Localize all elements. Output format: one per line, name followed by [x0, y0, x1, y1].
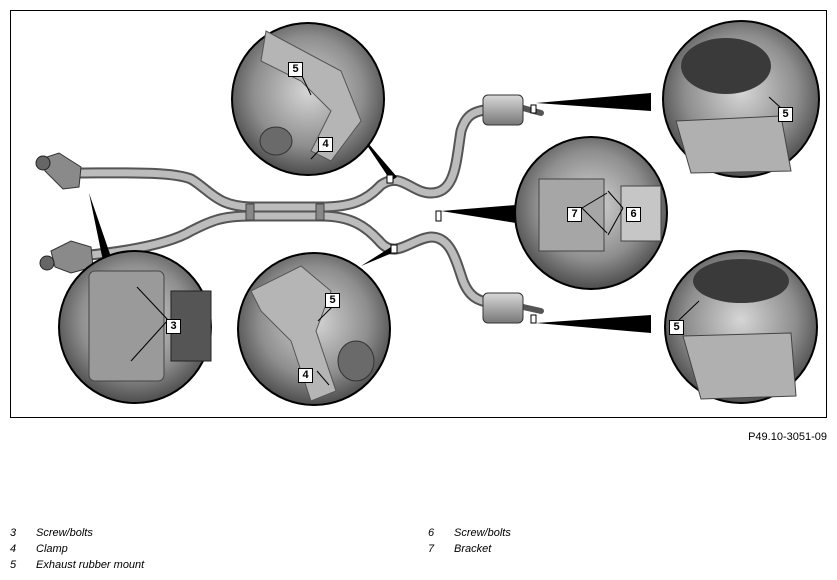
legend-number: 6 — [428, 527, 435, 539]
exhaust-pipes — [65, 103, 544, 314]
callout-6: 6 — [626, 207, 641, 222]
exhaust-diagram — [35, 20, 820, 406]
legend-item: 4 Clamp — [10, 543, 144, 559]
legend-number: 4 — [10, 543, 17, 555]
legend-item: 3 Screw/bolts — [10, 527, 144, 543]
exhaust-system-figure: 5 4 5 6 7 3 5 4 5 — [10, 10, 827, 418]
legend-text: Screw/bolts — [454, 527, 511, 539]
legend-text: Exhaust rubber mount — [36, 559, 145, 571]
legend-item: 7 Bracket — [428, 543, 511, 559]
legend-item: 5 Exhaust rubber mount — [10, 559, 144, 575]
detail-circle-top-right — [662, 20, 820, 178]
legend-right: 6 Screw/bolts 7 Bracket — [428, 527, 511, 559]
legend-text: Screw/bolts — [36, 527, 93, 539]
legend-text: Bracket — [454, 543, 492, 555]
legend-item: 6 Screw/bolts — [428, 527, 511, 543]
detail-circle-bottom-left — [58, 250, 212, 404]
figure-reference: P49.10-3051-09 — [748, 431, 827, 443]
callout-5-bottom-middle: 5 — [325, 293, 340, 308]
legend-number: 5 — [10, 559, 17, 571]
catalytic-converters — [35, 152, 94, 274]
callout-5-top-right: 5 — [778, 107, 793, 122]
legend-text: Clamp — [36, 543, 68, 555]
callout-7: 7 — [567, 207, 582, 222]
detail-circle-middle-right — [514, 136, 668, 290]
detail-circle-bottom-middle — [237, 252, 391, 406]
legend-number: 3 — [10, 527, 17, 539]
legend-left: 3 Screw/bolts 4 Clamp 5 Exhaust rubber moun… — [10, 527, 144, 575]
detail-circle-bottom-right — [664, 250, 818, 404]
callout-4-bottom-middle: 4 — [298, 368, 313, 383]
mount-markers — [386, 104, 537, 324]
callout-5-top-middle: 5 — [288, 62, 303, 77]
callout-4-top-middle: 4 — [318, 137, 333, 152]
callout-5-bottom-right: 5 — [669, 320, 684, 335]
legend-number: 7 — [428, 543, 435, 555]
mufflers — [482, 94, 524, 324]
detail-circle-top-middle — [231, 22, 385, 176]
callout-3: 3 — [166, 319, 181, 334]
